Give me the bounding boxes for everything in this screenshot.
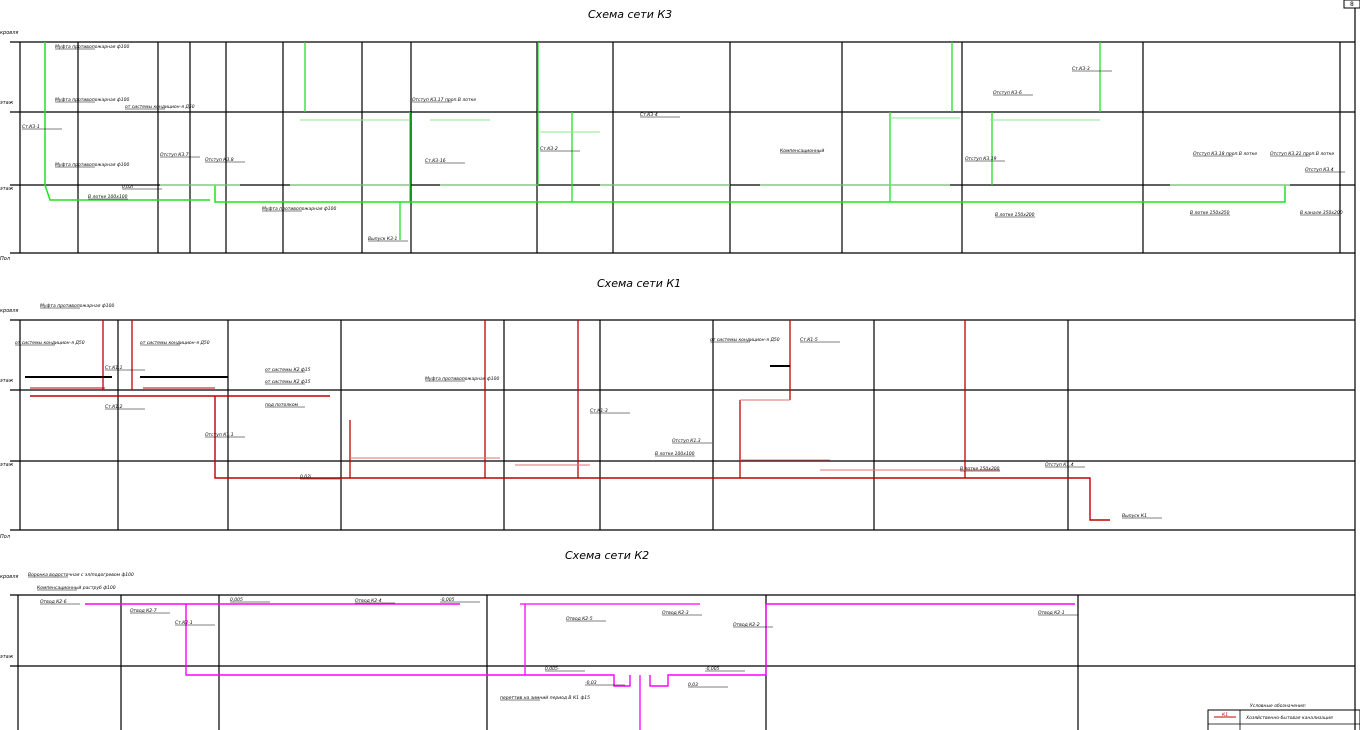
k1-annotation: Выпуск К1 [1122,513,1147,519]
k2-annotation: Отвод К2-6 [40,599,67,605]
k3-annotation: В лотке 150х250 [1190,210,1230,216]
k1-annotation: Муфта противопожарная ф100 [40,303,114,309]
level-label: кровля [0,308,18,314]
legend-title: Условные обозначения: [1250,703,1307,709]
k2-annotation: -0,03 [585,680,597,686]
level-label: Пол [0,534,11,540]
k3-annotation: Отступ К3.18 проп.В лотке [1193,151,1257,157]
k3-riser-1 [44,42,210,201]
k3-annotation: Ст.К3-1 [22,124,40,130]
k3-annotation: Отступ К3.8 [205,157,234,163]
k1-annotation: под потолком [265,403,299,408]
k1-annotation: от системы К2 ф15 [265,379,311,385]
k1-annotation: В лотке 150х200 [960,466,1000,472]
k2-annotation: Компенсационный раструб ф100 [37,585,116,591]
k3-annotation: Отступ К3.7 [160,152,189,158]
k3-annotation: Ст.К3-3 [1072,66,1090,72]
k2-lower-pipe-2 [649,604,767,687]
legend-k1-text: Хозяйственно-бытовая канализация [1245,715,1333,721]
legend: Условные обозначения: К1 Хозяйственно-бы… [1207,703,1360,730]
level-label: этаж [0,378,14,384]
scheme-k1-title: Схема сети К1 [597,277,681,290]
level-label: кровля [0,30,18,36]
k2-annotation: 0,005- [545,666,560,672]
k3-annotation: от системы кондицион-я Д50 [125,104,195,110]
k1-annotation: В лотке 100х100 [655,451,695,457]
k3-annotation: Муфта противопожарная ф100 [55,44,129,50]
k2-annotation: Отвод К2-7 [130,608,157,614]
sheet-number-box: 8 [1343,0,1360,9]
k3-annotation: В канале 350х200 [1300,210,1343,216]
k3-annotation: Муфта противопожарная ф100 [55,162,129,168]
k2-annotation: 0,005 [230,597,243,603]
k1-annotation: от системы кондицион-я Д50 [15,340,85,346]
k3-annotation: Компенсационный [780,148,824,154]
k3-annotation: В лотке 150х200 [995,212,1035,218]
k2-annotation: Воронка водосточная с эл/подогревом ф100 [28,572,134,578]
k3-annotation: Муфта противопожарная ф100 [55,97,129,103]
scheme-k2-title: Схема сети К2 [565,549,649,562]
k1-annotation: от системы кондицион-я Д50 [140,340,210,346]
k2-annotation: переттив на зимний период В К1 ф15 [500,695,590,701]
level-label: этаж [0,462,14,468]
k3-annotation: Отступ К3.19 [965,156,997,162]
k3-annotation: Отступ К3.21 проп.В лотке [1270,151,1334,157]
k1-annotation: Ст.К1-3 [590,408,608,414]
k1-annotation: Отступ К1.4 [1045,462,1074,468]
level-label: этаж [0,654,14,660]
k3-main-pipe [214,185,1286,203]
k2-annotation: -0,005 [440,597,455,603]
k1-annotation: Ст.К1-5 [800,337,818,343]
k3-annotation: Ст.К3-2 [540,146,558,152]
k3-annotation: Ст.К3-4 [640,112,658,118]
k3-annotation: Отступ К3-6 [993,90,1022,96]
pipe-network [25,42,1290,730]
k1-annotation: Ст.К1.2 [105,404,123,410]
k2-annotation: Ст.К2-1 [175,620,193,626]
scheme-k3-title: Схема сети К3 [588,8,672,21]
level-label: этаж [0,100,14,106]
k2-annotation: Отвод К2-3 [662,610,689,616]
k3-annotation: Ст.К3-16 [425,158,446,164]
legend-k1-code: К1 [1222,712,1228,718]
k2-annotation: Отвод К2-5 [566,616,593,622]
k3-annotation: Выпуск К3-1 [368,236,398,242]
k1-annotation: Ст.К1.1 [105,365,123,371]
k3-annotation: Отступ К3.4 [1305,167,1334,173]
k3-annotation: Отступ К3.17 проп.В лотке [412,97,476,103]
k2-annotation: Отвод К2-1 [1038,610,1065,616]
k3-annotation: Муфта противопожарная ф100 [262,206,336,212]
k1-annotation: от системы кондицион-я Д50 [710,337,780,343]
k2-annotation: Отвод К2-2 [733,622,760,628]
k2-annotation: -0,005 [705,666,720,672]
k2-annotation: Отвод К2-4 [355,598,382,604]
k1-annotation: от системы К2 ф15 [265,367,311,373]
level-label: кровля [0,574,18,580]
k3-annotation: 0,02i [122,184,134,190]
k1-annotation: Отступ К1.3 [672,438,701,444]
level-label: этаж [0,186,14,192]
k2-lower-pipe-1 [185,604,631,687]
k2-annotation: 0,03 [688,682,698,688]
sheet-number: 8 [1350,1,1354,8]
k1-annotation: Отступ К1.1 [205,432,234,438]
grid-lines: кровляэтажэтажПолкровляэтажэтажПолкровля… [0,8,1356,730]
k1-annotation: 0,02i [300,474,312,480]
k3-annotation: В лотке 100х100 [88,194,128,200]
k1-annotation: Муфта противопожарная ф100 [425,376,499,382]
k1-main-pipe [214,396,1110,521]
level-label: Пол [0,256,11,262]
